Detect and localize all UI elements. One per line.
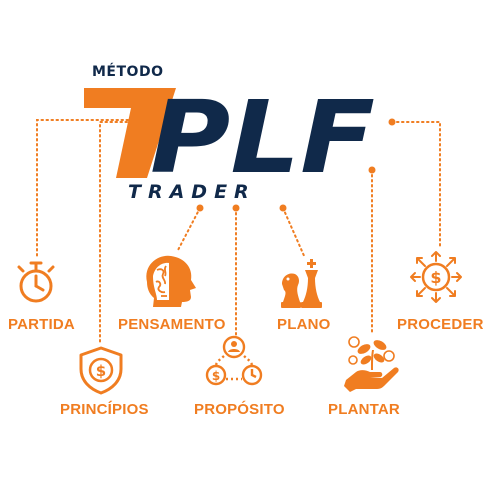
stopwatch-icon — [17, 261, 55, 303]
logo-subtitle: TRADER — [128, 181, 256, 203]
dollar-target-icon: $ — [410, 251, 462, 303]
label-plano: PLANO — [277, 316, 331, 333]
person-money-cycle-icon: $ — [205, 335, 263, 386]
label-plantar: PLANTAR — [328, 401, 400, 418]
label-principios: PRINCÍPIOS — [60, 401, 149, 418]
svg-text:$: $ — [212, 369, 220, 383]
label-partida: PARTIDA — [8, 316, 75, 333]
svg-text:$: $ — [430, 268, 441, 287]
svg-text:$: $ — [96, 362, 106, 380]
logo-kicker: MÉTODO — [92, 64, 164, 80]
shield-dollar-icon: $ — [79, 346, 123, 395]
brain-head-icon — [146, 255, 196, 307]
logo-wordmark: PLF — [150, 79, 375, 196]
chess-pieces-icon — [281, 259, 322, 308]
logo-seven-shape — [84, 88, 176, 178]
label-proceder: PROCEDER — [397, 316, 483, 333]
label-pensamento: PENSAMENTO — [118, 316, 226, 333]
label-proposito: PROPÓSITO — [194, 401, 285, 418]
hand-plant-coins-icon — [344, 336, 399, 392]
